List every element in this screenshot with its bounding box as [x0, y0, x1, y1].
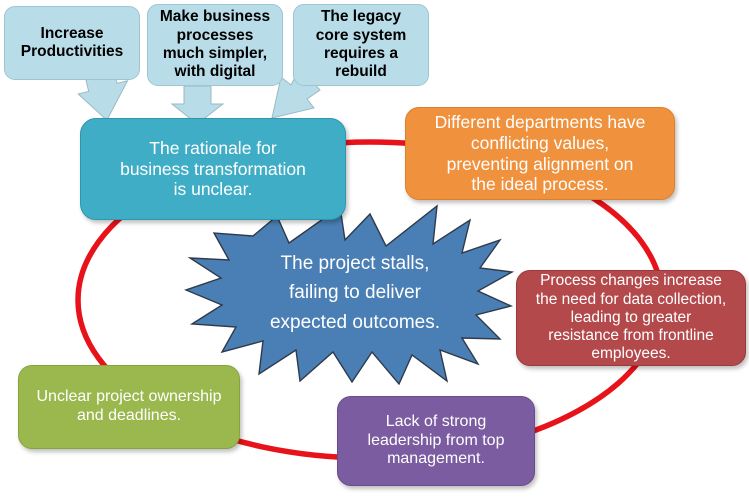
driver-box-increase-productivities[interactable]: Increase Productivities	[4, 6, 140, 80]
problem-box-conflicting-values[interactable]: Different departments have conflicting v…	[405, 107, 675, 200]
problem-label-unclear-ownership: Unclear project ownership and deadlines.	[36, 388, 222, 424]
problem-label-rationale-unclear: The rationale for business transformatio…	[120, 138, 306, 200]
problem-label-conflicting-values: Different departments have conflicting v…	[434, 112, 646, 195]
driver-box-simplify-processes[interactable]: Make business processes much simpler, wi…	[147, 4, 283, 86]
driver-box-legacy-core-system[interactable]: The legacy core system requires a rebuil…	[293, 4, 429, 86]
driver-label-legacy-core-system: The legacy core system requires a rebuil…	[315, 8, 407, 81]
driver-label-increase-productivities: Increase Productivities	[20, 24, 124, 60]
problem-box-rationale-unclear[interactable]: The rationale for business transformatio…	[80, 118, 346, 220]
problem-label-weak-leadership: Lack of strong leadership from top manag…	[367, 412, 505, 468]
problem-box-weak-leadership[interactable]: Lack of strong leadership from top manag…	[337, 396, 535, 486]
project-stalls-star	[184, 204, 515, 386]
arrow-center	[170, 85, 225, 125]
problem-label-data-collection-resistance: Process changes increase the need for da…	[535, 272, 727, 363]
problem-box-unclear-ownership[interactable]: Unclear project ownership and deadlines.	[18, 365, 240, 449]
driver-label-simplify-processes: Make business processes much simpler, wi…	[159, 8, 271, 81]
problem-box-data-collection-resistance[interactable]: Process changes increase the need for da…	[516, 270, 746, 366]
